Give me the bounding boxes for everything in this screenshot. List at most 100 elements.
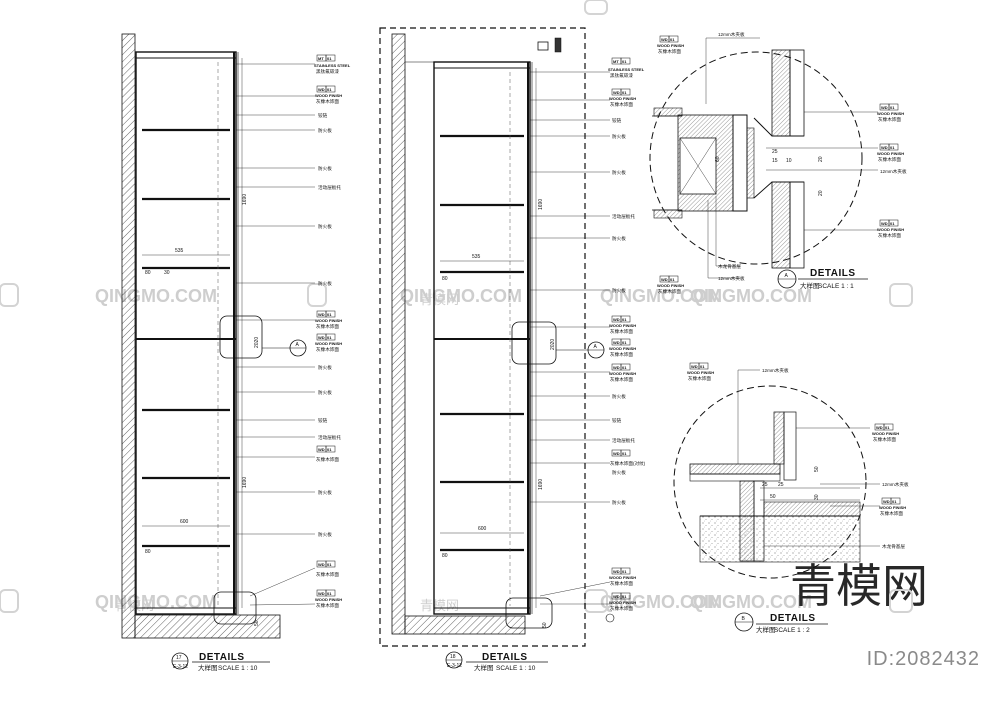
note-label: 活动层板托 bbox=[612, 437, 635, 444]
detail-number: 18 bbox=[450, 654, 456, 660]
material-tag: WD 01 WOOD FINISH 灰橡木饰面 bbox=[609, 567, 636, 587]
callout-letter: A bbox=[594, 344, 598, 350]
note-label: 木龙骨基层 bbox=[882, 543, 905, 550]
note-label: 防火板 bbox=[318, 165, 332, 172]
note-label: 防火板 bbox=[612, 169, 626, 176]
note-label: 防火板 bbox=[318, 127, 332, 134]
svg-text:01: 01 bbox=[622, 90, 627, 95]
svg-text:WD: WD bbox=[881, 221, 888, 226]
material-tag: WD 01 WOOD FINISH 灰橡木饰面 bbox=[315, 333, 342, 353]
svg-text:灰橡木饰面: 灰橡木饰面 bbox=[610, 580, 633, 587]
note-label: 12mm木夹板 bbox=[762, 367, 789, 374]
dim-label: 80 bbox=[145, 270, 151, 276]
note-label: 铰链 bbox=[318, 417, 328, 424]
material-tag: WD 01 WOOD FINISH 灰橡木饰面 bbox=[609, 592, 636, 612]
dim-label: 80 bbox=[442, 276, 448, 282]
detail-title: DETAILS bbox=[770, 613, 816, 624]
detail-scale: SCALE 1 : 10 bbox=[496, 665, 536, 672]
svg-text:01: 01 bbox=[622, 365, 627, 370]
dim-label: 600 bbox=[478, 526, 487, 532]
svg-text:01: 01 bbox=[885, 425, 890, 430]
detail-title: DETAILS bbox=[482, 652, 528, 663]
note-label: 防火板 bbox=[318, 489, 332, 496]
svg-text:WD: WD bbox=[613, 340, 620, 345]
svg-text:MT: MT bbox=[318, 56, 324, 61]
detail-title: DETAILS bbox=[199, 652, 245, 663]
dim-label: 600 bbox=[180, 519, 189, 525]
dim-label: 535 bbox=[472, 254, 481, 260]
dim-label: 20 bbox=[818, 190, 824, 196]
detail-scale: SCALE 1 : 10 bbox=[218, 665, 258, 672]
dim-label: 50 bbox=[542, 622, 548, 628]
dim-label: 2020 bbox=[254, 337, 260, 348]
svg-text:01: 01 bbox=[890, 145, 895, 150]
svg-text:WOOD FINISH: WOOD FINISH bbox=[609, 600, 636, 605]
svg-text:WOOD FINISH: WOOD FINISH bbox=[315, 318, 342, 323]
material-tag: WD 01 WOOD FINISH 灰橡木饰面 bbox=[609, 88, 636, 108]
note-label: 铰链 bbox=[612, 117, 622, 124]
svg-text:灰橡木饰面: 灰橡木饰面 bbox=[878, 232, 901, 239]
note-label: 防火板 bbox=[318, 364, 332, 371]
material-tag: WD 01 WOOD FINISH 灰橡木饰面 bbox=[877, 103, 904, 123]
note-label: 木龙骨基层 bbox=[718, 263, 741, 270]
svg-text:STAINLESS STEEL: STAINLESS STEEL bbox=[314, 63, 351, 68]
svg-text:灰橡木饰面: 灰橡木饰面 bbox=[878, 116, 901, 123]
note-label: 防火板 bbox=[612, 133, 626, 140]
svg-text:01: 01 bbox=[700, 364, 705, 369]
watermark-cn-large: 青模网 bbox=[790, 560, 928, 612]
svg-text:灰橡木饰面: 灰橡木饰面 bbox=[610, 328, 633, 335]
dim-label: 50 bbox=[254, 620, 260, 626]
detail-letter: A bbox=[785, 273, 789, 279]
svg-text:01: 01 bbox=[327, 87, 332, 92]
svg-text:灰橡木饰面: 灰橡木饰面 bbox=[688, 375, 711, 382]
svg-text:灰橡木饰面: 灰橡木饰面 bbox=[610, 605, 633, 612]
dim-label: 30 bbox=[164, 270, 170, 276]
svg-text:01: 01 bbox=[622, 451, 627, 456]
watermark-logo: QINGMO.COM bbox=[690, 286, 812, 306]
detail-boundary bbox=[649, 51, 863, 265]
detail-scale: SCALE 1 : 1 bbox=[818, 283, 854, 290]
note-label: 防火板 bbox=[612, 393, 626, 400]
cabinet-outline bbox=[135, 51, 237, 615]
material-tag: WD 01 WOOD FINISH 灰橡木饰面 bbox=[657, 35, 684, 55]
material-tag: WD 01 WOOD FINISH 灰橡木饰面 bbox=[315, 85, 342, 105]
svg-text:01: 01 bbox=[622, 59, 627, 64]
svg-text:WD: WD bbox=[661, 277, 668, 282]
dim-label: 2020 bbox=[550, 339, 556, 350]
svg-text:灰橡木饰面: 灰橡木饰面 bbox=[658, 48, 681, 55]
note-label: 防火板 bbox=[318, 223, 332, 230]
watermark-logo: QINGMO.COM bbox=[95, 592, 217, 612]
svg-text:灰橡木饰面: 灰橡木饰面 bbox=[880, 510, 903, 517]
svg-text:01: 01 bbox=[327, 335, 332, 340]
note-label: 灰橡木饰面(对纹) bbox=[610, 460, 646, 467]
watermark-cn: 青模网 bbox=[420, 292, 459, 307]
dim-label: 50 bbox=[770, 494, 776, 500]
dim-label: 25 bbox=[762, 482, 768, 488]
dim-label: 535 bbox=[175, 248, 184, 254]
svg-text:WOOD FINISH: WOOD FINISH bbox=[877, 111, 904, 116]
svg-text:01: 01 bbox=[327, 562, 332, 567]
watermark-logo: QINGMO.COM bbox=[600, 286, 722, 306]
note-label: 12mm木夹板 bbox=[718, 31, 745, 38]
detail-number: 17 bbox=[176, 655, 182, 661]
svg-text:01: 01 bbox=[327, 591, 332, 596]
note-label: 防火板 bbox=[318, 280, 332, 287]
svg-text:WD: WD bbox=[881, 145, 888, 150]
dim-label: 1690 bbox=[538, 199, 544, 210]
svg-text:WOOD FINISH: WOOD FINISH bbox=[687, 370, 714, 375]
svg-text:WD: WD bbox=[318, 562, 325, 567]
dim-label: 1690 bbox=[538, 479, 544, 490]
svg-text:WD: WD bbox=[876, 425, 883, 430]
note-label: 12mm木夹板 bbox=[882, 481, 909, 488]
svg-text:灰橡木饰面: 灰橡木饰面 bbox=[873, 436, 896, 443]
note-label: 12mm木夹板 bbox=[718, 275, 745, 282]
watermark-logo: QINGMO.COM bbox=[690, 592, 812, 612]
svg-text:01: 01 bbox=[670, 37, 675, 42]
material-tag: WD 01 WOOD FINISH 灰橡木饰面 bbox=[609, 315, 636, 335]
material-tag: WD 01 WOOD FINISH 灰橡木饰面 bbox=[872, 423, 899, 443]
floor-hatch bbox=[134, 614, 281, 639]
note-label: 防火板 bbox=[612, 287, 626, 294]
note-label: 活动层板托 bbox=[318, 434, 341, 441]
note-label: 活动层板托 bbox=[318, 184, 341, 191]
svg-text:灰橡木饰面: 灰橡木饰面 bbox=[878, 156, 901, 163]
